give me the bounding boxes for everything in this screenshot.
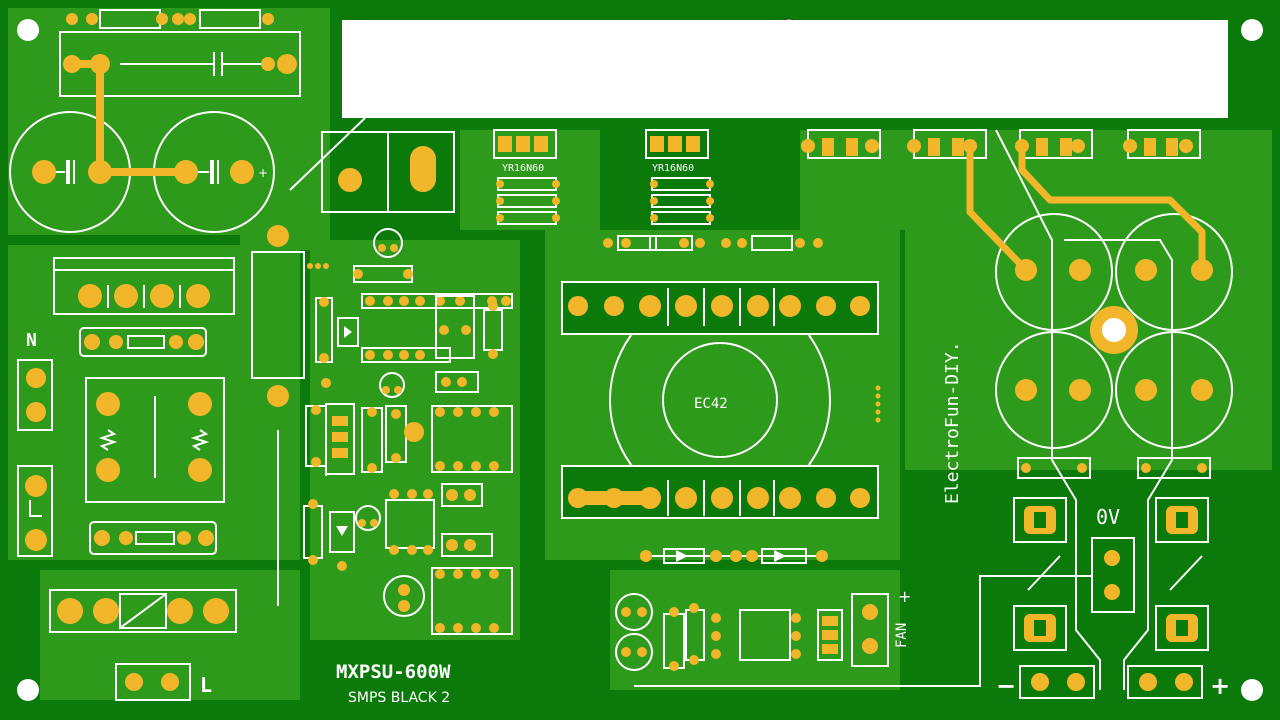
board-subtitle: SMPS BLACK 2 bbox=[348, 690, 450, 706]
output-capacitors bbox=[995, 213, 1233, 449]
fan-plus-label: + bbox=[898, 587, 911, 606]
mosfet-yr16n60-1: YR16N60 bbox=[493, 129, 560, 225]
output-bus-right bbox=[1064, 239, 1173, 690]
output-terminal-minus: − bbox=[996, 665, 1095, 700]
input-trace bbox=[68, 60, 190, 176]
transformer-ec42: EC42 bbox=[561, 281, 879, 519]
output-trace-1 bbox=[966, 142, 1030, 274]
transformer-label: EC42 bbox=[694, 396, 728, 412]
control-section bbox=[305, 228, 513, 476]
mosfet-1-label: YR16N60 bbox=[502, 163, 544, 174]
fuse-holder bbox=[17, 465, 53, 557]
fan-connector: FAN + bbox=[851, 587, 911, 667]
brand-label: ElectroFun-DIY. bbox=[942, 341, 963, 504]
output-resistors bbox=[1017, 457, 1211, 479]
out-minus-label: − bbox=[996, 672, 1016, 700]
board-title: MXPSU-600W bbox=[336, 661, 451, 683]
primary-mosfet bbox=[321, 131, 455, 213]
output-terminal-plus: + bbox=[1127, 665, 1230, 700]
live-terminal: L bbox=[115, 663, 212, 701]
output-trace-2 bbox=[1018, 142, 1206, 274]
bleeder-resistor bbox=[251, 225, 329, 606]
heatsink-silkscreen bbox=[342, 20, 1228, 118]
fan-driver bbox=[615, 593, 843, 671]
input-relay bbox=[49, 589, 237, 633]
zero-volt-label: 0V bbox=[1096, 505, 1120, 529]
neutral-label: N bbox=[26, 330, 37, 351]
fan-label: FAN bbox=[894, 623, 910, 648]
out-plus-label: + bbox=[1210, 672, 1230, 700]
isolation-line bbox=[634, 575, 1092, 687]
mosfet-yr16n60-2: YR16N60 bbox=[645, 129, 714, 225]
live-label: L bbox=[200, 673, 212, 697]
heatsink-diagonal bbox=[289, 117, 366, 191]
gate-components bbox=[603, 235, 823, 251]
output-bus-left bbox=[995, 129, 1101, 690]
mosfet-2-label: YR16N60 bbox=[652, 163, 694, 174]
output-rectifiers bbox=[1013, 497, 1209, 651]
snubber-diodes bbox=[640, 548, 828, 564]
neutral-terminal: N bbox=[17, 330, 53, 431]
output-diodes bbox=[801, 129, 1201, 159]
common-mode-choke bbox=[85, 377, 225, 503]
test-points bbox=[875, 385, 881, 423]
fuse-resistor bbox=[89, 521, 217, 555]
top-resistor-row bbox=[66, 9, 274, 29]
svg-text:+: + bbox=[258, 166, 268, 180]
ntc-resistor bbox=[79, 327, 207, 357]
feedback-section bbox=[303, 483, 513, 635]
copper-pour bbox=[8, 8, 1272, 700]
bridge-rectifier bbox=[53, 257, 235, 315]
